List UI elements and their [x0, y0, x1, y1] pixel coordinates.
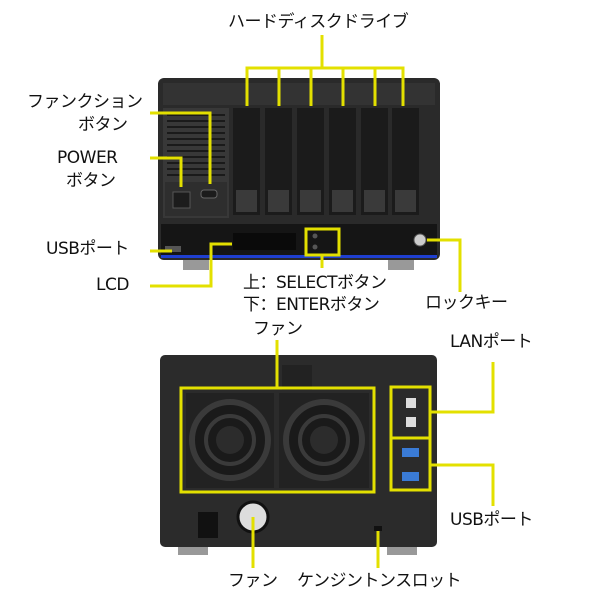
fan-bottom-label: ファン: [228, 571, 278, 591]
accent-stripe: [161, 255, 437, 258]
power-button-label: POWER: [57, 148, 118, 168]
hdd-label: ハードディスクドライブ: [228, 12, 409, 32]
rear-fan: [186, 393, 274, 488]
lan-port[interactable]: [406, 417, 416, 427]
power-button[interactable]: [172, 191, 191, 209]
front-device: [158, 78, 440, 270]
function-button-label: ファンクション: [27, 92, 143, 112]
enter-button-label: 下：ENTERボタン: [243, 295, 380, 315]
usb-port-rear[interactable]: [402, 472, 419, 481]
usb-port-label: USBポート: [46, 239, 129, 259]
power-button-label-2: ボタン: [66, 171, 116, 191]
kensington-slot: [374, 526, 382, 531]
usb-port-front[interactable]: [165, 246, 181, 252]
front-callouts: [150, 35, 462, 292]
select-button-label: 上：SELECTボタン: [243, 273, 387, 293]
lan-port[interactable]: [406, 398, 416, 408]
lan-port-label: LANポート: [450, 332, 533, 352]
fan-top-label: ファン: [253, 319, 303, 339]
usb-port-rear[interactable]: [402, 448, 419, 457]
rear-usb-port-label: USBポート: [450, 510, 533, 530]
lcd-label: LCD: [96, 275, 129, 295]
rear-device: [160, 355, 437, 555]
function-button[interactable]: [200, 189, 218, 199]
lock-key[interactable]: [413, 233, 427, 247]
kensington-slot-label: ケンジントンスロット: [297, 571, 462, 591]
rear-callouts: [179, 340, 495, 568]
lock-key-label: ロックキー: [425, 293, 508, 313]
power-inlet: [198, 512, 218, 538]
lcd-screen: [233, 233, 296, 250]
function-button-label-2: ボタン: [78, 115, 128, 135]
rear-fan: [279, 393, 369, 488]
